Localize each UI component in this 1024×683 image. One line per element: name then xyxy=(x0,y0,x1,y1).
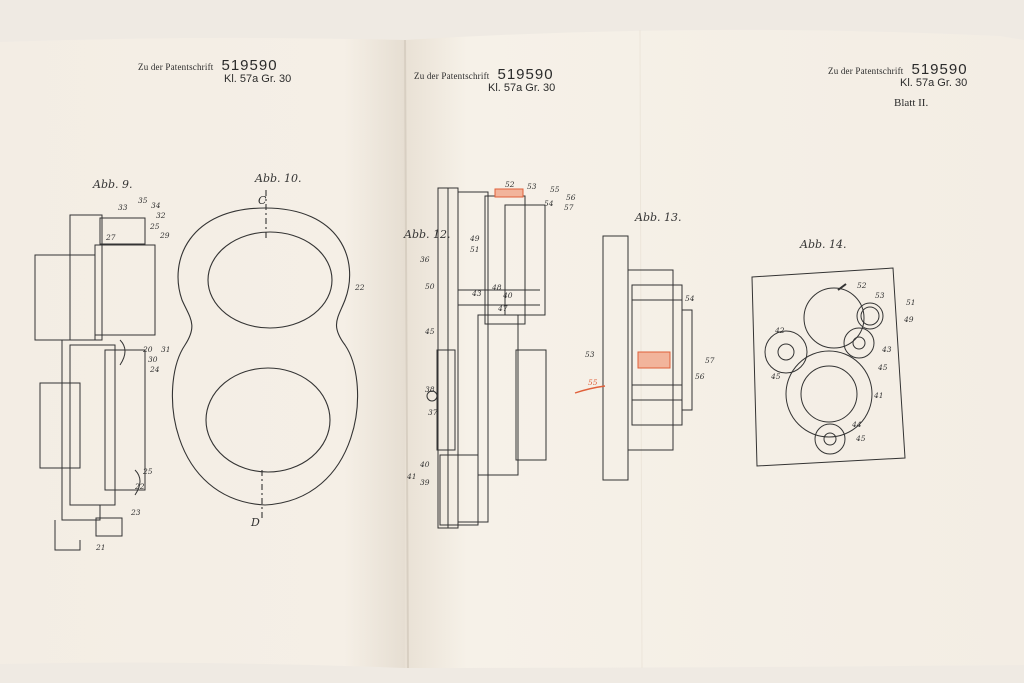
figure-13-label: Abb. 13. xyxy=(635,211,682,224)
reference-numeral: 56 xyxy=(695,372,705,381)
figure-14-drawing xyxy=(751,267,906,467)
reference-numeral: 54 xyxy=(685,294,695,303)
reference-numeral: 52 xyxy=(857,281,867,290)
reference-numeral: 57 xyxy=(564,203,574,212)
figure-14-label: Abb. 14. xyxy=(800,238,847,251)
reference-numeral: 41 xyxy=(407,472,417,481)
reference-numeral: 21 xyxy=(96,543,106,552)
reference-numeral: 50 xyxy=(425,282,435,291)
figure-10-drawing xyxy=(171,190,359,520)
figure-10-label: Abb. 10. xyxy=(255,172,302,185)
reference-numeral: 22 xyxy=(135,482,145,491)
header-prefix: Zu der Patentschrift xyxy=(138,62,214,72)
reference-numeral: 41 xyxy=(874,391,884,400)
reference-numeral: 43 xyxy=(882,345,892,354)
reference-numeral: 23 xyxy=(131,508,141,517)
classification: Kl. 57a Gr. 30 xyxy=(224,73,292,85)
reference-numeral: 36 xyxy=(420,255,430,264)
reference-numeral: 45 xyxy=(771,372,781,381)
section-mark-d: D xyxy=(251,516,260,529)
reference-numeral: 35 xyxy=(138,196,148,205)
reference-numeral: 31 xyxy=(161,345,171,354)
reference-numeral: 53 xyxy=(585,350,595,359)
sheet-number: Blatt II. xyxy=(894,97,929,109)
reference-numeral: 30 xyxy=(148,355,158,364)
section-mark-c: C xyxy=(258,194,267,207)
reference-numeral: 49 xyxy=(904,315,914,324)
header-page-2: Zu der Patentschrift 519590 Kl. 57a Gr. … xyxy=(414,66,555,94)
patent-number: 519590 xyxy=(911,61,968,78)
reference-numeral: 24 xyxy=(150,365,160,374)
header-prefix: Zu der Patentschrift xyxy=(828,66,904,76)
reference-numeral: 53 xyxy=(527,182,537,191)
reference-numeral: 32 xyxy=(156,211,166,220)
reference-numeral: 52 xyxy=(505,180,515,189)
classification: Kl. 57a Gr. 30 xyxy=(900,77,968,89)
reference-numeral: 33 xyxy=(118,203,128,212)
reference-numeral: 45 xyxy=(856,434,866,443)
figure-12-label: Abb. 12. xyxy=(404,228,451,241)
reference-numeral: 39 xyxy=(420,478,430,487)
header-page-1: Zu der Patentschrift 519590 Kl. 57a Gr. … xyxy=(138,57,291,85)
header-page-3: Zu der Patentschrift 519590 Kl. 57a Gr. … xyxy=(828,61,968,109)
figure-9-label: Abb. 9. xyxy=(93,178,133,191)
reference-numeral: 51 xyxy=(470,245,480,254)
reference-numeral: 42 xyxy=(775,326,785,335)
reference-numeral: 55 xyxy=(588,378,598,387)
figure-13-drawing xyxy=(574,235,693,481)
reference-numeral: 27 xyxy=(106,233,116,242)
left-page xyxy=(0,37,405,668)
reference-numeral: 45 xyxy=(878,363,888,372)
reference-numeral: 34 xyxy=(151,201,161,210)
reference-numeral: 40 xyxy=(503,291,513,300)
figure-12-drawing xyxy=(426,187,547,529)
reference-numeral: 53 xyxy=(875,291,885,300)
reference-numeral: 48 xyxy=(492,283,502,292)
reference-numeral: 44 xyxy=(852,420,862,429)
reference-numeral: 20 xyxy=(143,345,153,354)
reference-numeral: 37 xyxy=(428,408,438,417)
reference-numeral: 29 xyxy=(160,231,170,240)
patent-number: 519590 xyxy=(221,57,278,74)
reference-numeral: 25 xyxy=(150,222,160,231)
reference-numeral: 40 xyxy=(420,460,430,469)
reference-numeral: 56 xyxy=(566,193,576,202)
reference-numeral: 45 xyxy=(425,327,435,336)
reference-numeral: 49 xyxy=(470,234,480,243)
classification: Kl. 57a Gr. 30 xyxy=(488,82,556,94)
figure-9-drawing xyxy=(34,214,156,551)
reference-numeral: 57 xyxy=(705,356,715,365)
reference-numeral: 43 xyxy=(472,289,482,298)
reference-numeral: 47 xyxy=(498,304,508,313)
right-page xyxy=(405,29,1024,668)
patent-number: 519590 xyxy=(497,66,554,83)
reference-numeral: 55 xyxy=(550,185,560,194)
reference-numeral: 22 xyxy=(355,283,365,292)
reference-numeral: 54 xyxy=(544,199,554,208)
reference-numeral: 51 xyxy=(906,298,916,307)
reference-numeral: 25 xyxy=(143,467,153,476)
header-prefix: Zu der Patentschrift xyxy=(414,71,490,81)
reference-numeral: 38 xyxy=(425,385,435,394)
